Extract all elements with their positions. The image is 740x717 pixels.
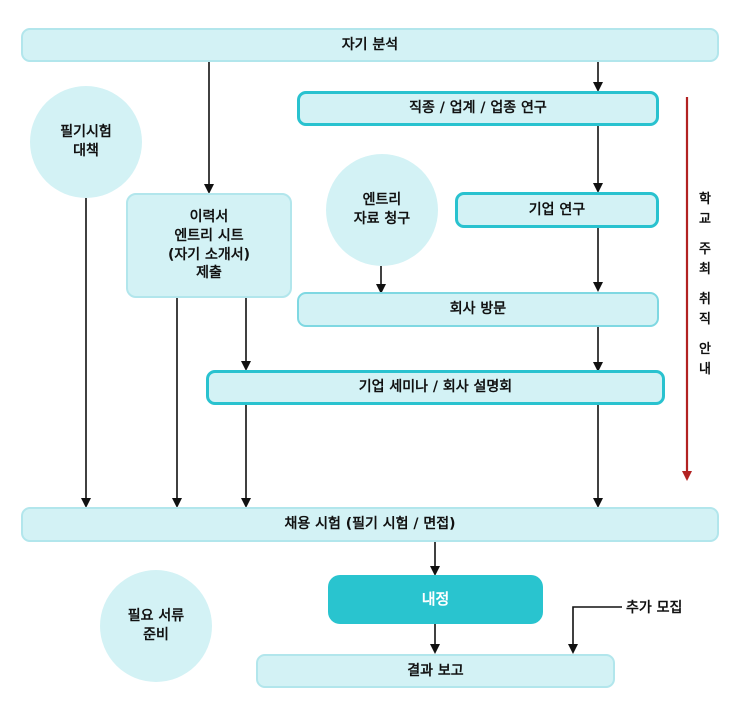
node-company-research: 기업 연구 bbox=[455, 192, 659, 228]
node-company-visit: 회사 방문 bbox=[297, 292, 659, 327]
node-hiring-exam: 채용 시험 (필기 시험 / 면접) bbox=[21, 507, 719, 542]
school-guidance-label: 학 교 주 최 취 직 안 내 bbox=[699, 192, 711, 377]
node-result-report: 결과 보고 bbox=[256, 654, 615, 688]
node-job-offer: 내정 bbox=[328, 575, 543, 624]
node-written-exam-prep: 필기시험 대책 bbox=[30, 86, 142, 198]
node-company-seminar: 기업 세미나 / 회사 설명회 bbox=[206, 370, 665, 405]
node-required-docs-prep: 필요 서류 준비 bbox=[100, 570, 212, 682]
node-resume-submission: 이력서 엔트리 시트 (자기 소개서) 제출 bbox=[126, 193, 292, 298]
arrow-additional-to-report bbox=[568, 606, 622, 654]
node-entry-material-request: 엔트리 자료 청구 bbox=[326, 154, 438, 266]
node-job-industry-research: 직종 / 업계 / 업종 연구 bbox=[297, 91, 659, 126]
node-self-analysis: 자기 분석 bbox=[21, 28, 719, 62]
label-additional-recruitment: 추가 모집 bbox=[626, 600, 683, 616]
